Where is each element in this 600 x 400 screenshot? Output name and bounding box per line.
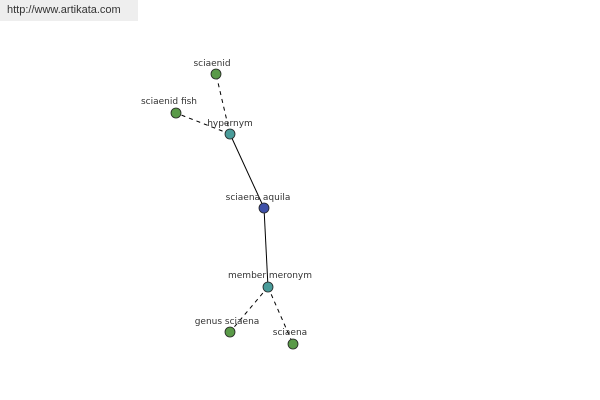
node-genus-sciaena[interactable]: genus sciaena	[195, 317, 260, 338]
edge-hypernym-sciaenid	[215, 73, 231, 135]
node-label-hypernym[interactable]: hypernym	[207, 119, 253, 129]
node-hypernym[interactable]: hypernym	[207, 119, 253, 140]
node-dot-sciaenid[interactable]	[210, 68, 222, 80]
source-url-banner[interactable]: http://www.artikata.com	[0, 0, 138, 21]
edge-sciaena-aquila-member-meronym	[263, 207, 269, 288]
node-sciaena[interactable]: sciaena	[273, 328, 307, 350]
node-dot-sciaena-aquila[interactable]	[258, 202, 270, 214]
node-sciaenid[interactable]: sciaenid	[193, 59, 231, 80]
node-dot-sciaenid-fish[interactable]	[170, 107, 182, 119]
node-label-sciaena[interactable]: sciaena	[273, 328, 307, 338]
node-label-sciaenid-fish[interactable]: sciaenid fish	[141, 97, 197, 107]
node-sciaena-aquila[interactable]: sciaena aquila	[226, 193, 291, 214]
edge-hypernym-sciaena-aquila	[229, 133, 265, 209]
node-dot-genus-sciaena[interactable]	[224, 326, 236, 338]
node-label-sciaenid[interactable]: sciaenid	[193, 59, 230, 69]
edge-member-meronym-sciaena	[267, 286, 294, 345]
nodes-layer: sciaena aquila hypernym member meronym scia…	[141, 59, 312, 350]
node-dot-member-meronym[interactable]	[262, 281, 274, 293]
node-dot-sciaena[interactable]	[287, 338, 299, 350]
edge-member-meronym-genus-sciaena	[229, 286, 269, 333]
node-member-meronym[interactable]: member meronym	[228, 271, 312, 293]
node-label-genus-sciaena[interactable]: genus sciaena	[195, 317, 260, 327]
edge-hypernym-sciaenid-fish	[175, 112, 231, 135]
node-label-member-meronym[interactable]: member meronym	[228, 271, 312, 281]
edges-layer	[175, 73, 294, 345]
node-dot-hypernym[interactable]	[224, 128, 236, 140]
node-label-sciaena-aquila[interactable]: sciaena aquila	[226, 193, 291, 203]
node-sciaenid-fish[interactable]: sciaenid fish	[141, 97, 197, 119]
